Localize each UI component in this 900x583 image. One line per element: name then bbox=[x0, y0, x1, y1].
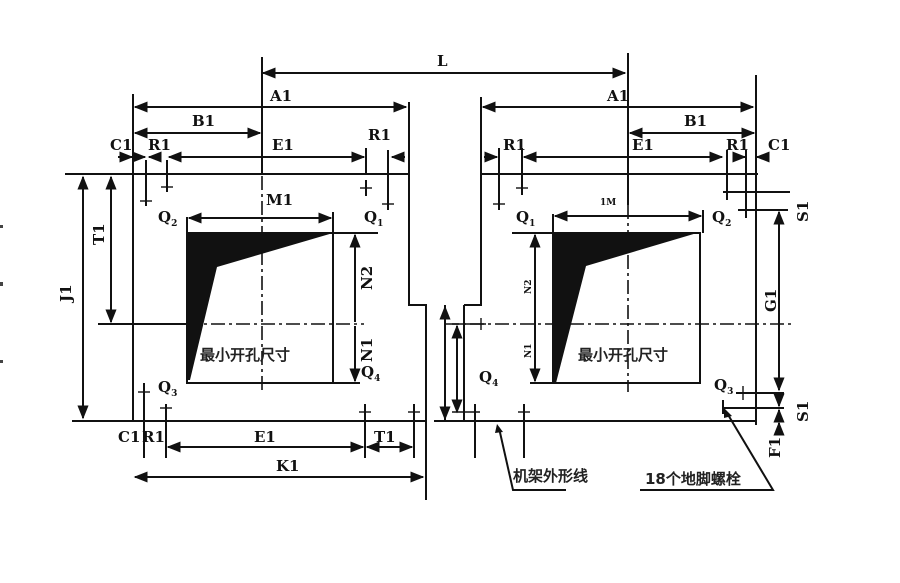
dim-label-S1-top: S1 bbox=[794, 201, 812, 222]
dim-label-R1-bottom: R1 bbox=[142, 428, 165, 446]
dim-label-R1-left-a: R1 bbox=[148, 136, 171, 154]
dim-label-E1-bottom: E1 bbox=[254, 428, 276, 446]
dim-label-M1-right: 1M bbox=[600, 198, 616, 208]
dim-label-R1-right-b: R1 bbox=[726, 136, 749, 154]
frame-section-fill bbox=[187, 233, 333, 380]
dim-label-A1-right: A1 bbox=[606, 87, 629, 105]
dim-label-N1-right: N1 bbox=[524, 344, 534, 359]
dim-label-S1-bottom: S1 bbox=[794, 401, 812, 422]
dim-label-J1: J1 bbox=[57, 284, 75, 304]
dim-label-C1-right: C1 bbox=[768, 136, 790, 154]
dim-label-F1: F1 bbox=[766, 437, 784, 458]
dim-label-E1-right: E1 bbox=[632, 136, 654, 154]
bolt-label-Q1-left: Q1 bbox=[364, 208, 383, 229]
dim-label-C1-bottom: C1 bbox=[118, 428, 140, 446]
bolt-label-Q2-left: Q2 bbox=[158, 208, 177, 229]
callouts: 机架外形线 18个地脚螺栓 bbox=[495, 408, 775, 491]
bolt-label-Q3-right: Q3 bbox=[714, 376, 733, 397]
dim-label-R1-right-a: R1 bbox=[503, 136, 526, 154]
dim-label-B1-right: B1 bbox=[684, 112, 707, 130]
dim-label-C1-left: C1 bbox=[110, 136, 132, 154]
dim-label-G1: G1 bbox=[762, 289, 780, 312]
dim-label-K1: K1 bbox=[276, 457, 299, 475]
dim-label-N1-left: N1 bbox=[358, 338, 376, 362]
opening-label-left: 最小开孔尺寸 bbox=[200, 346, 290, 364]
dim-label-T1-bottom: T1 bbox=[374, 428, 396, 446]
bolt-label-Q3-left: Q3 bbox=[158, 378, 177, 399]
right-panel: 1M 最小开孔尺寸 N2 N1 Q1 Q2 Q3 S1 G1 S1 F1 bbox=[445, 191, 812, 458]
dim-label-M1-left: M1 bbox=[266, 191, 293, 209]
bolt-label-Q4-left: Q4 bbox=[361, 363, 380, 384]
dim-label-N2-right: N2 bbox=[524, 280, 534, 295]
dim-label-A1-left: A1 bbox=[269, 87, 292, 105]
scan-artifacts bbox=[0, 225, 3, 363]
dim-label-T1-vertical: T1 bbox=[90, 223, 108, 245]
center-dims: Q4 bbox=[439, 305, 530, 458]
bolt-label-Q2-right: Q2 bbox=[712, 208, 731, 229]
left-panel: J1 T1 M1 最小开孔尺寸 N2 N1 Q2 Q1 Q4 bbox=[57, 160, 425, 483]
frame-section-fill-right bbox=[553, 233, 697, 383]
callout-frame-outline: 机架外形线 bbox=[513, 467, 588, 485]
dim-label-N2-left: N2 bbox=[358, 266, 376, 290]
dim-label-B1-left: B1 bbox=[192, 112, 215, 130]
bolt-label-Q4-center: Q4 bbox=[479, 368, 498, 389]
dim-label-R1-left-b: R1 bbox=[368, 126, 391, 144]
bolt-label-Q1-right: Q1 bbox=[516, 208, 535, 229]
callout-anchor-bolts: 18个地脚螺栓 bbox=[645, 470, 741, 488]
dim-label-L: L bbox=[437, 52, 448, 70]
opening-label-right: 最小开孔尺寸 bbox=[578, 346, 668, 364]
frame-outline bbox=[65, 173, 758, 500]
dim-label-E1-left: E1 bbox=[272, 136, 294, 154]
